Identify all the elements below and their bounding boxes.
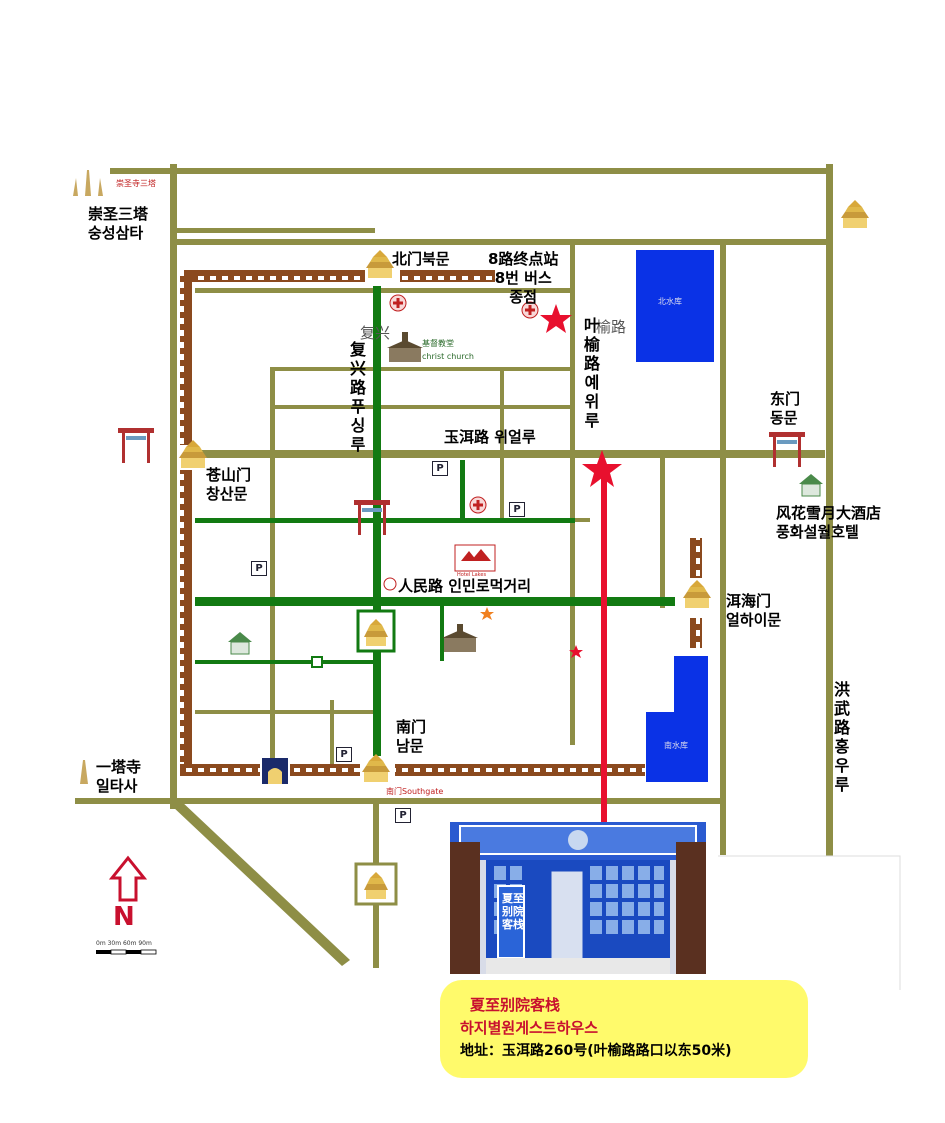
erhai-gate-label: 洱海门 얼하이문: [726, 592, 782, 629]
guesthouse-name-kr: 하지별원게스트하우스: [460, 1019, 599, 1037]
parking-icon: P: [432, 461, 448, 476]
yeyu-road-gray-label: 榆路: [596, 318, 627, 336]
house-icon: [228, 474, 823, 655]
north-reservoir: [636, 250, 714, 362]
fenghua-hotel-label: 风花雪月大酒店 풍화설월호텔: [776, 504, 882, 541]
parking-icon: P: [395, 808, 411, 823]
route-line: [601, 478, 607, 823]
christ-church-cn: 基督教堂: [422, 339, 454, 348]
north-arrow-label: N: [113, 902, 135, 932]
pagoda-icon: [73, 170, 869, 906]
north-lake-label: 北水库: [658, 297, 682, 306]
scale-label: 0m 30m 60m 90m: [96, 940, 152, 947]
guesthouse-photo: 夏至别院客栈: [450, 822, 706, 974]
lakes: [636, 250, 714, 782]
parking-icon: P: [336, 747, 352, 762]
hotel-logo: [454, 544, 496, 572]
church-icon: [387, 332, 478, 652]
north-gate-label: 北门북문: [392, 250, 450, 268]
parking-icon: P: [251, 561, 267, 576]
bus-terminal-label: 8路终点站 8번 버스 종점: [488, 250, 559, 306]
gate-arch-icon: [262, 758, 288, 784]
renmin-road-label: 人民路 인민로먹거리: [398, 577, 532, 595]
parking-icon: P: [509, 502, 525, 517]
three-pagodas-label: 崇圣三塔 숭성삼타: [88, 205, 149, 242]
south-gate-label: 南门 남문: [396, 718, 427, 755]
hospital-cross-icon: [389, 294, 539, 514]
guesthouse-info-box: 夏至别院客栈 하지별원게스트하우스 地址：玉洱路260号(叶榆路路口以东50米): [440, 980, 808, 1078]
south-gate-en: 南门Southgate: [386, 787, 444, 796]
south-lake-label: 南水库: [664, 741, 688, 750]
yeyu-road-label: 叶榆路 예위루: [583, 316, 600, 430]
christ-church-en: christ church: [422, 352, 474, 361]
marker-41-icon: [383, 577, 397, 591]
city-wall: [180, 270, 702, 776]
north-arrow-icon: [108, 855, 148, 902]
guesthouse-address: 地址：玉洱路260号(叶榆路路口以东50米): [460, 1043, 732, 1059]
star-marker-icon: [480, 304, 622, 658]
three-pagodas-sign: 崇圣寺三塔: [116, 179, 156, 188]
yuer-road-label: 玉洱路 위얼루: [444, 428, 536, 446]
fuxing-road-label: 复兴路 푸싱루: [349, 340, 366, 454]
fuxing-road-gray-label: 复兴: [360, 324, 391, 342]
south-reservoir: [646, 656, 708, 782]
yita-temple-label: 一塔寺 일타사: [96, 758, 142, 795]
east-gate-label: 东门 동문: [770, 390, 801, 427]
hotel-logo-text: Hotel Lakes: [457, 572, 487, 578]
guesthouse-name-cn: 夏至别院客栈: [470, 996, 561, 1014]
guesthouse-sign: 夏至别院客栈: [502, 892, 524, 931]
scale-bar: [96, 949, 157, 955]
hongwu-road-label: 洪武路 홍우루: [833, 680, 850, 794]
roads: [75, 164, 833, 968]
cangshan-gate-label: 苍山门 창산문: [206, 466, 252, 503]
gate-arch-icon: [118, 428, 805, 535]
